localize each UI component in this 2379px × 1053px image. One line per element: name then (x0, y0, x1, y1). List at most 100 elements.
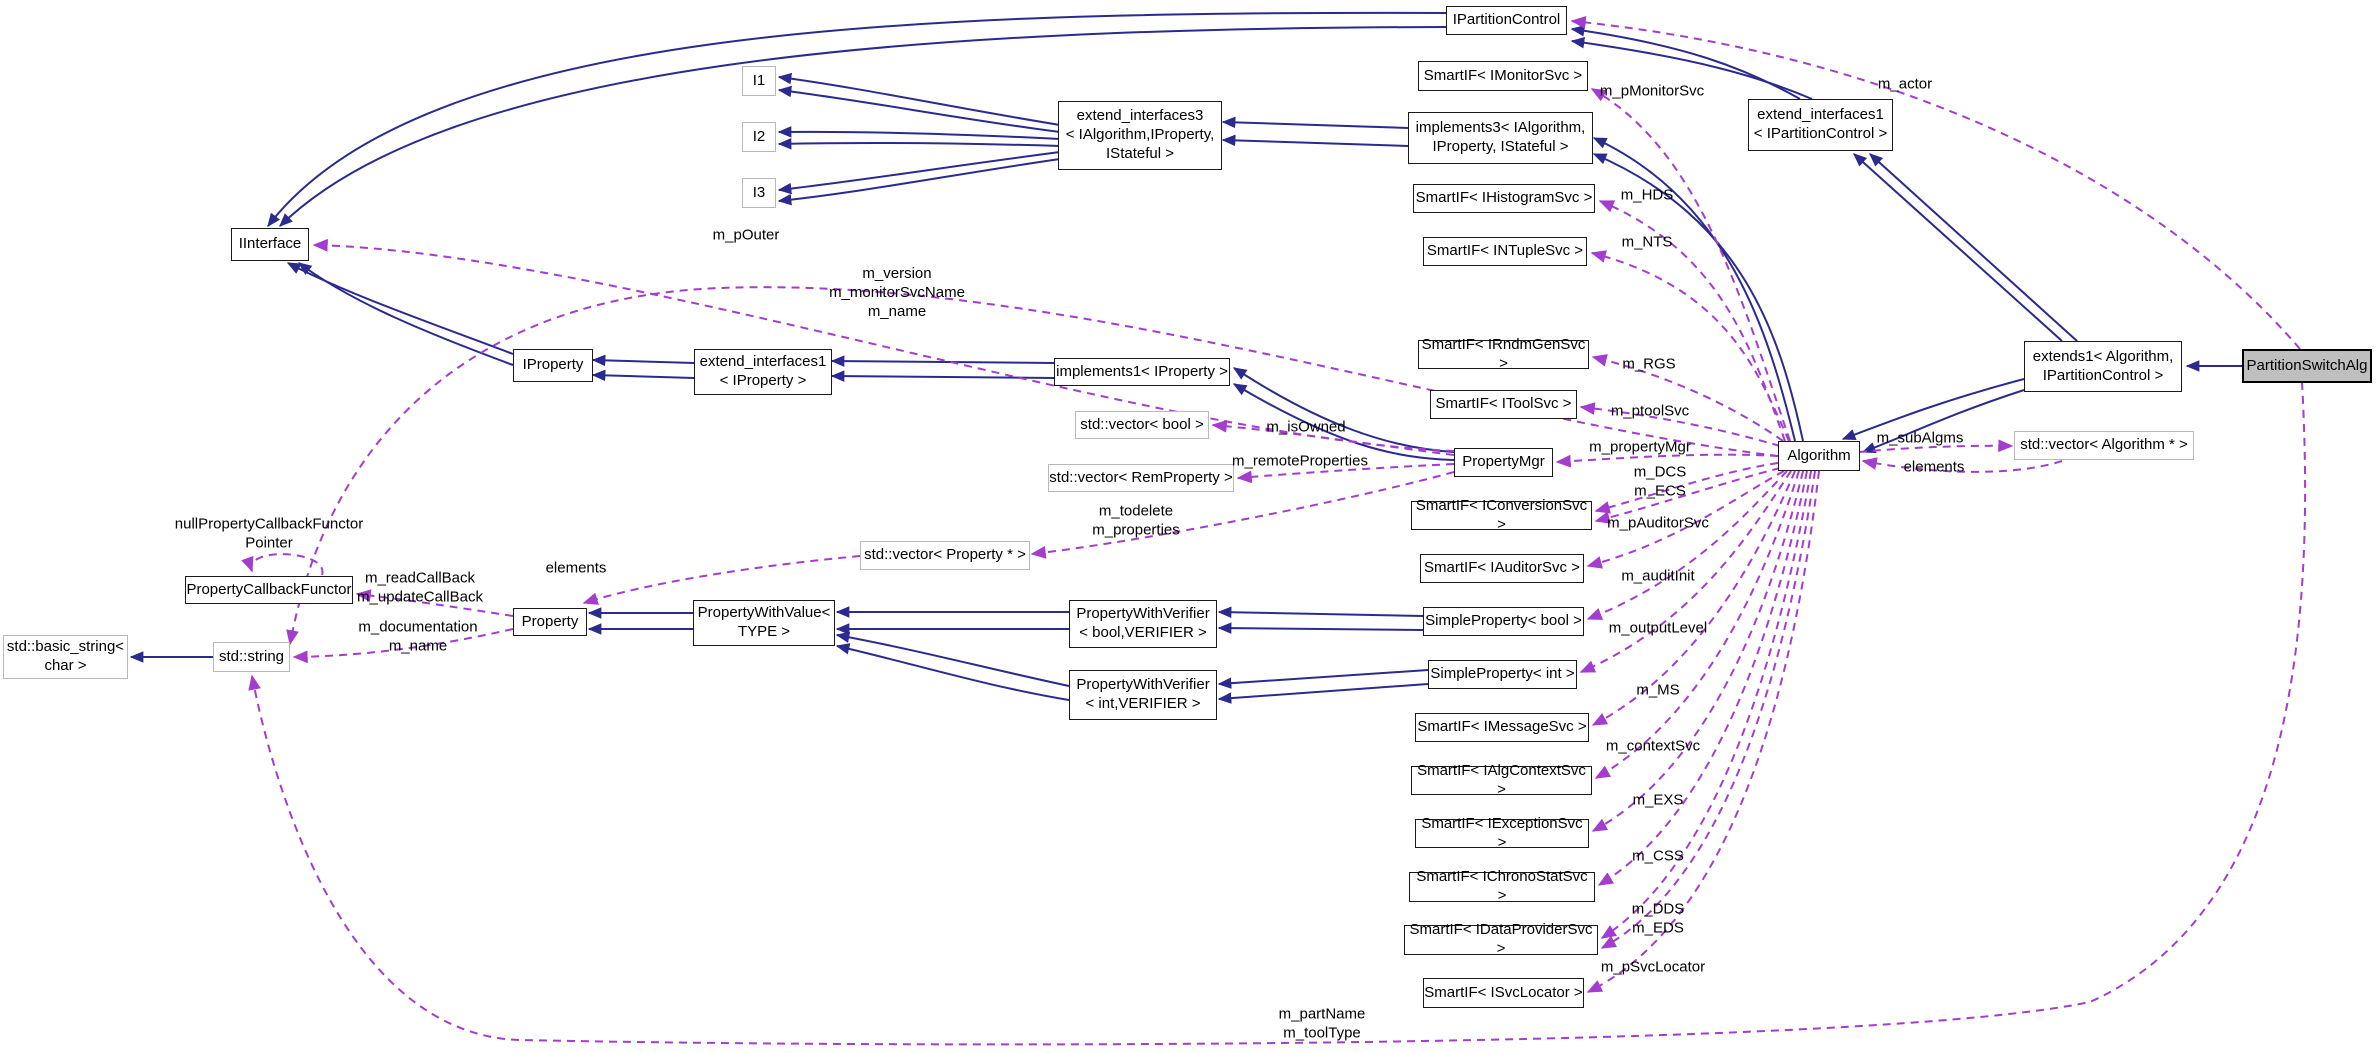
node-std-vector-bool[interactable]: std::vector< bool > (1075, 411, 1209, 439)
edge-label-m-pouter: m_pOuter (712, 226, 780, 244)
edge-label-m-subalgms: m_subAlgms (1876, 429, 1964, 447)
node-propertywithverifier-int[interactable]: PropertyWithVerifier < int,VERIFIER > (1069, 670, 1217, 720)
edge-m-subalgms (1858, 439, 2014, 453)
node-iproperty[interactable]: IProperty (513, 349, 593, 382)
edge-propertymgr-to-implements1-2 (1232, 383, 1455, 461)
node-ipartitioncontrol[interactable]: IPartitionControl (1446, 6, 1567, 35)
edge-m-actor (1570, 16, 2301, 350)
edge-m-pouter (312, 238, 1455, 452)
node-algorithm[interactable]: Algorithm (1778, 441, 1860, 471)
edge-simplepropint-to-pwverint-2 (1217, 683, 1429, 704)
edge-implements3-to-extint3-1 (1221, 116, 1409, 129)
edge-m-ecs (1594, 467, 1781, 524)
edge-label-m-exs: m_EXS (1632, 791, 1684, 809)
edge-m-contextsvc (1594, 470, 1800, 779)
node-extends1-algorithm-ipartitioncontrol[interactable]: extends1< Algorithm, IPartitionControl > (2024, 341, 2182, 392)
node-property[interactable]: Property (513, 608, 587, 636)
edge-label-m-partname-tooltype: m_partName m_toolType (1278, 1005, 1366, 1041)
node-std-vector-remproperty[interactable]: std::vector< RemProperty > (1048, 464, 1234, 492)
node-smartif-isvclocator[interactable]: SmartIF< ISvcLocator > (1423, 978, 1584, 1008)
edge-m-rgs (1591, 354, 1784, 442)
edge-m-dds (1600, 470, 1812, 939)
edge-extint1ipc-to-ipartitioncontrol-1 (1570, 25, 1801, 100)
edge-label-m-hds: m_HDS (1620, 186, 1674, 204)
edge-label-elements-right: elements (1903, 458, 1965, 476)
edge-m-propertymgr (1555, 453, 1779, 468)
edge-label-m-dcs-ecs: m_DCS m_ECS (1633, 463, 1687, 499)
node-implements3[interactable]: implements3< IAlgorithm, IProperty, ISta… (1408, 112, 1593, 164)
edge-m-isowned (1211, 419, 1455, 456)
node-std-basic-string-char[interactable]: std::basic_string< char > (3, 635, 128, 679)
node-std-vector-property-ptr[interactable]: std::vector< Property * > (860, 541, 1030, 570)
edge-label-elements-left: elements (545, 559, 607, 577)
node-iinterface[interactable]: IInterface (231, 228, 309, 261)
edge-label-m-pmonitorsvc: m_pMonitorSvc (1599, 82, 1705, 100)
edge-implements1-to-extint1iprop-1 (830, 355, 1055, 367)
node-propertymgr[interactable]: PropertyMgr (1454, 448, 1553, 477)
edge-extint3-to-i3-1 (777, 151, 1061, 195)
node-partitionswitchalg[interactable]: PartitionSwitchAlg (2242, 349, 2372, 383)
edge-extends1-to-extint1ipc-2 (1869, 153, 2078, 342)
edge-label-m-isowned: m_isOwned (1266, 418, 1346, 436)
node-simpleproperty-bool[interactable]: SimpleProperty< bool > (1423, 607, 1584, 636)
edge-iproperty-to-iinterface-1 (286, 262, 514, 355)
node-i3[interactable]: I3 (742, 178, 776, 208)
node-smartif-iconversionsvc[interactable]: SmartIF< IConversionSvc > (1411, 497, 1592, 533)
node-smartif-idataprovidersvc[interactable]: SmartIF< IDataProviderSvc > (1404, 921, 1598, 957)
node-smartif-irndmgensvc[interactable]: SmartIF< IRndmGenSvc > (1418, 336, 1589, 372)
edge-label-m-actor: m_actor (1877, 75, 1933, 93)
node-extend-interfaces3[interactable]: extend_interfaces3 < IAlgorithm,IPropert… (1058, 101, 1222, 170)
edge-label-m-ptoolsvc: m_ptoolSvc (1610, 402, 1690, 420)
edge-extint3-to-i3-2 (777, 158, 1061, 206)
node-smartif-imonitorsvc[interactable]: SmartIF< IMonitorSvc > (1418, 61, 1588, 91)
edge-m-exs (1591, 470, 1804, 832)
edge-label-m-contextsvc: m_contextSvc (1605, 737, 1701, 755)
edge-iproperty-to-iinterface-2 (297, 262, 514, 366)
node-smartif-imessagesvc[interactable]: SmartIF< IMessageSvc > (1415, 713, 1589, 742)
edge-m-css (1597, 470, 1808, 886)
edge-nullpropertycallbackfunctorpointer-selfloop (241, 553, 324, 576)
edge-extint1iprop-to-iproperty-1 (591, 354, 695, 367)
node-smartif-ihistogramsvc[interactable]: SmartIF< IHistogramSvc > (1413, 184, 1595, 213)
node-propertycallbackfunctor[interactable]: PropertyCallbackFunctor (185, 576, 353, 604)
edge-m-pmonitorsvc (1590, 88, 1791, 442)
edge-pwverint-to-pwvalue-1 (835, 631, 1070, 687)
edge-label-m-rgs: m_RGS (1622, 355, 1676, 373)
node-smartif-intuplesvc[interactable]: SmartIF< INTupleSvc > (1423, 237, 1587, 266)
node-smartif-itoolsvc[interactable]: SmartIF< IToolSvc > (1430, 390, 1577, 419)
edge-simplepropbool-to-pwverbool-1 (1217, 606, 1424, 619)
edge-m-nts (1590, 250, 1790, 442)
node-smartif-iexceptionsvc[interactable]: SmartIF< IExceptionSvc > (1415, 815, 1589, 851)
node-smartif-ialgcontextsvc[interactable]: SmartIF< IAlgContextSvc > (1411, 762, 1592, 798)
edge-m-hds (1598, 200, 1786, 442)
edge-label-m-readcallback-updatecallback: m_readCallBack m_updateCallBack (357, 569, 483, 605)
edge-algorithm-to-implements3-2 (1592, 153, 1804, 442)
edge-m-dcs (1594, 462, 1779, 514)
edge-label-m-nts: m_NTS (1621, 233, 1673, 251)
node-simpleproperty-int[interactable]: SimpleProperty< int > (1428, 660, 1577, 689)
node-i1[interactable]: I1 (742, 66, 776, 96)
node-propertywithvalue-type[interactable]: PropertyWithValue< TYPE > (693, 600, 835, 646)
node-extend-interfaces1-ipartitioncontrol[interactable]: extend_interfaces1 < IPartitionControl > (1748, 99, 1893, 151)
edge-label-m-psvclocator: m_pSvcLocator (1600, 958, 1706, 976)
node-i2[interactable]: I2 (742, 122, 776, 152)
edge-label-m-auditinit: m_auditInit (1621, 567, 1695, 585)
node-extend-interfaces1-iproperty[interactable]: extend_interfaces1 < IProperty > (694, 349, 832, 395)
edge-m-readcallback-updatecallback (355, 589, 514, 617)
edge-label-m-todelete-properties: m_todelete m_properties (1092, 502, 1180, 538)
node-std-vector-algorithm-ptr[interactable]: std::vector< Algorithm * > (2014, 431, 2194, 460)
edge-m-ptoolsvc (1579, 402, 1781, 447)
node-std-string[interactable]: std::string (213, 642, 290, 672)
edge-extint3-to-i2-1 (777, 126, 1061, 140)
edge-label-m-ms: m_MS (1636, 681, 1680, 699)
node-propertywithverifier-bool[interactable]: PropertyWithVerifier < bool,VERIFIER > (1069, 600, 1217, 648)
edge-extends1-to-extint1ipc-1 (1853, 153, 2063, 342)
edge-algorithm-to-implements3-1 (1592, 137, 1796, 442)
node-smartif-iauditorsvc[interactable]: SmartIF< IAuditorSvc > (1420, 554, 1584, 583)
node-implements1-iproperty[interactable]: implements1< IProperty > (1054, 358, 1230, 386)
edge-extint1iprop-to-iproperty-2 (591, 369, 695, 382)
edge-implements3-to-extint3-2 (1221, 134, 1409, 147)
node-smartif-ichronostatsvc[interactable]: SmartIF< IChronoStatSvc > (1409, 868, 1595, 904)
edge-extint3-to-i1-1 (777, 72, 1061, 126)
